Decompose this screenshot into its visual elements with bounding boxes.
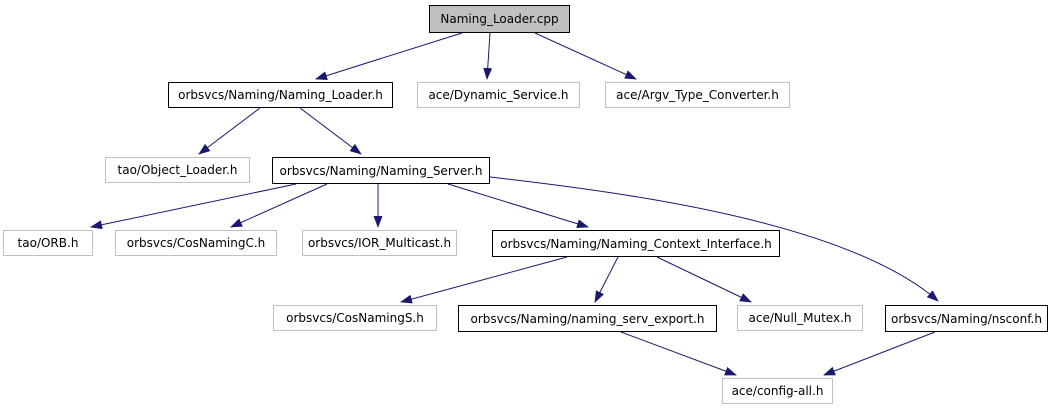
node-cosnamings_h: orbsvcs/CosNamingS.h (273, 305, 437, 331)
node-naming_loader_h[interactable]: orbsvcs/Naming/Naming_Loader.h (168, 82, 393, 108)
node-config_all_h: ace/config-all.h (722, 378, 833, 404)
edge-naming_serv_export_h-to-config_all_h (620, 331, 737, 376)
node-null_mutex_h: ace/Null_Mutex.h (737, 305, 863, 331)
node-argv_type_converter_h: ace/Argv_Type_Converter.h (605, 82, 790, 108)
node-naming_server_h[interactable]: orbsvcs/Naming/Naming_Server.h (272, 157, 490, 184)
edge-naming_loader_h-to-naming_server_h (299, 107, 362, 155)
edge-naming_server_h-to-cosnamingc_h (230, 183, 328, 228)
edge-naming_loader_cpp-to-dynamic_service_h (483, 32, 493, 80)
node-orb_h: tao/ORB.h (3, 230, 93, 256)
edge-nsconf_h-to-config_all_h (823, 331, 936, 376)
edge-naming_server_h-to-orb_h (90, 183, 297, 230)
edge-naming_context_interface_h-to-null_mutex_h (656, 256, 752, 303)
edge-naming_loader_cpp-to-argv_type_converter_h (534, 32, 637, 80)
node-naming_loader_cpp: Naming_Loader.cpp (429, 5, 570, 33)
edge-naming_loader_cpp-to-naming_loader_h (315, 32, 463, 80)
node-ior_multicast_h: orbsvcs/IOR_Multicast.h (302, 230, 457, 256)
node-nsconf_h[interactable]: orbsvcs/Naming/nsconf.h (885, 305, 1048, 332)
edge-naming_context_interface_h-to-cosnamings_h (400, 256, 568, 304)
edge-naming_server_h-to-naming_context_interface_h (447, 183, 589, 229)
node-cosnamingc_h: orbsvcs/CosNamingC.h (115, 230, 277, 256)
edge-naming_loader_h-to-object_loader_h (198, 107, 261, 155)
edge-naming_context_interface_h-to-naming_serv_export_h (594, 256, 619, 303)
edge-naming_server_h-to-nsconf_h (489, 176, 939, 302)
node-object_loader_h: tao/Object_Loader.h (105, 157, 250, 183)
node-dynamic_service_h: ace/Dynamic_Service.h (417, 82, 580, 108)
node-naming_context_interface_h[interactable]: orbsvcs/Naming/Naming_Context_Interface.… (492, 230, 780, 257)
node-naming_serv_export_h[interactable]: orbsvcs/Naming/naming_serv_export.h (458, 305, 717, 332)
